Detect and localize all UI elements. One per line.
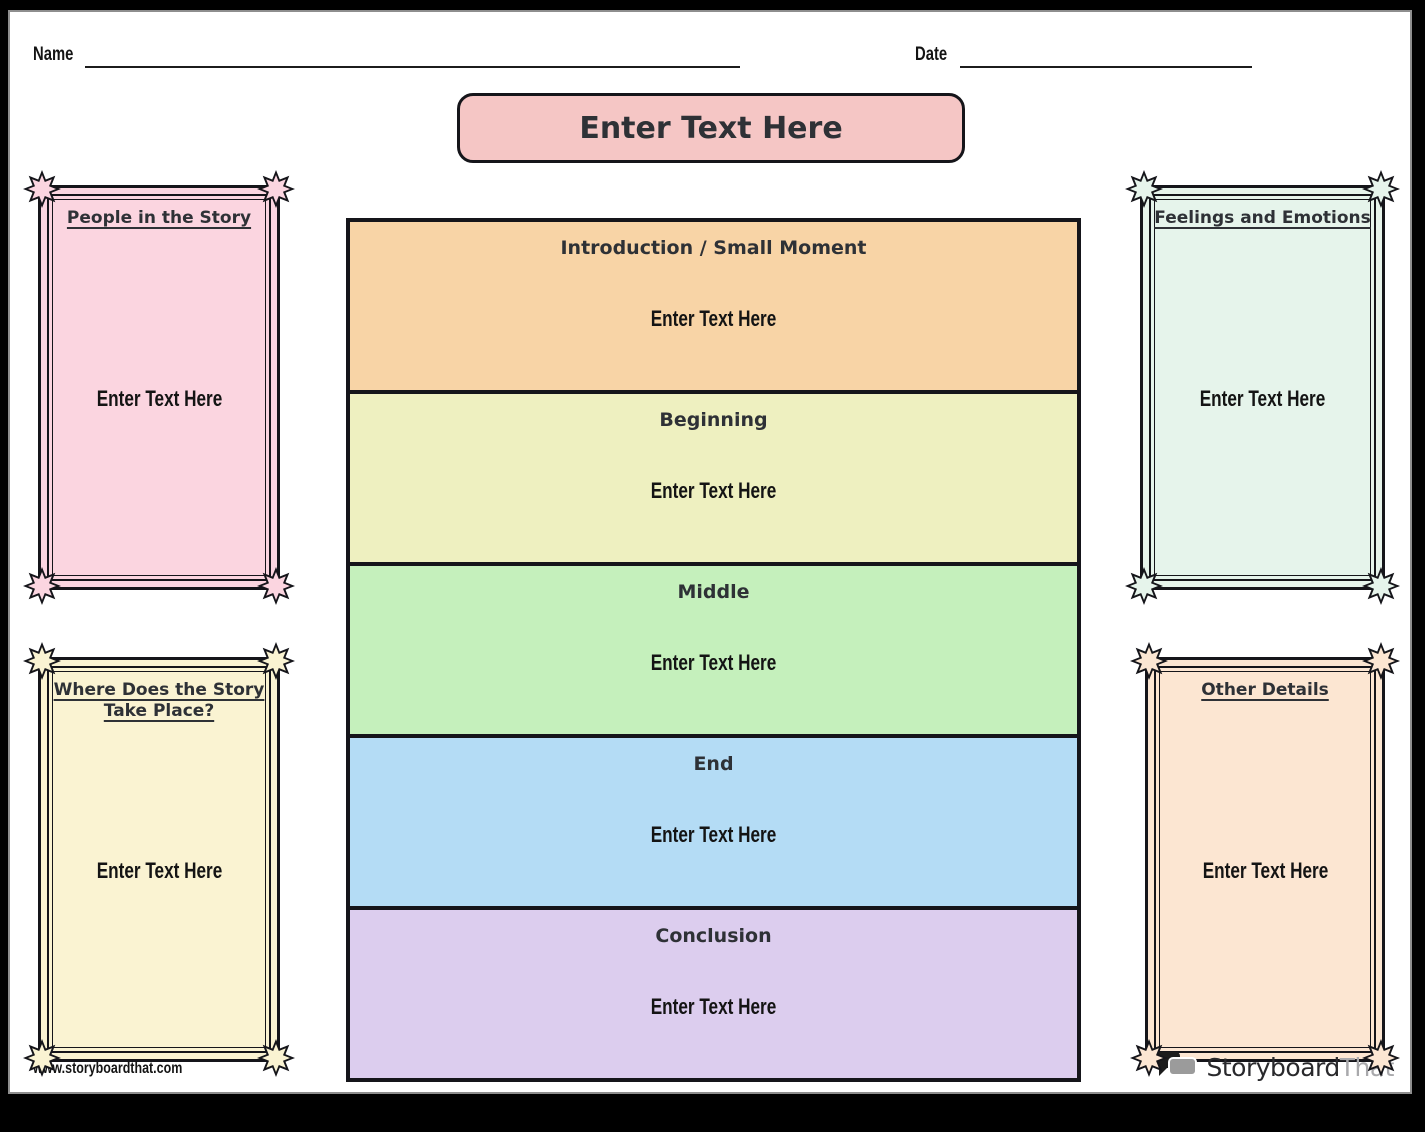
- frame-ornament-icon: [1362, 567, 1400, 605]
- frame-ornament-icon: [23, 567, 61, 605]
- date-label: Date: [915, 44, 948, 65]
- panel-heading: Feelings and Emotions: [1154, 208, 1371, 228]
- date-input-line[interactable]: [960, 66, 1252, 68]
- panel-heading: People in the Story: [66, 208, 252, 228]
- frame-ornament-icon: [257, 642, 295, 680]
- frame-ornament-icon: [257, 1039, 295, 1077]
- frame-ornament-icon: [1362, 170, 1400, 208]
- frame-ornament-icon: [1125, 567, 1163, 605]
- section-introduction: Introduction / Small Moment Enter Text H…: [350, 222, 1077, 394]
- section-beginning: Beginning Enter Text Here: [350, 394, 1077, 566]
- panel-other-details: Other Details Enter Text Here: [1130, 642, 1400, 1077]
- section-title: Middle: [677, 581, 750, 603]
- section-text-placeholder[interactable]: Enter Text Here: [650, 650, 777, 676]
- section-text-placeholder[interactable]: Enter Text Here: [650, 822, 777, 848]
- section-title: End: [693, 753, 734, 775]
- story-title-box[interactable]: Enter Text Here: [457, 93, 965, 163]
- brand-text-primary: Storyboard: [1206, 1052, 1341, 1082]
- panel-where-takes-place: Where Does the Story Take Place? Enter T…: [23, 642, 295, 1077]
- panel-heading: Other Details: [1201, 680, 1329, 700]
- story-sequence-stack: Introduction / Small Moment Enter Text H…: [346, 218, 1081, 1082]
- name-label: Name: [33, 44, 74, 65]
- section-conclusion: Conclusion Enter Text Here: [350, 910, 1077, 1078]
- name-input-line[interactable]: [85, 66, 740, 68]
- storyboardthat-logo: StoryboardThat: [1154, 1050, 1395, 1084]
- section-text-placeholder[interactable]: Enter Text Here: [650, 994, 777, 1020]
- frame-ornament-icon: [1125, 170, 1163, 208]
- frame-ornament-icon: [23, 170, 61, 208]
- panel-feelings-emotions: Feelings and Emotions Enter Text Here: [1125, 170, 1400, 605]
- story-title-text: Enter Text Here: [579, 110, 843, 146]
- frame-ornament-icon: [257, 567, 295, 605]
- section-title: Introduction / Small Moment: [560, 237, 867, 259]
- frame-ornament-icon: [23, 642, 61, 680]
- site-url: www.storyboardthat.com: [33, 1060, 183, 1077]
- section-text-placeholder[interactable]: Enter Text Here: [650, 478, 777, 504]
- panel-heading: Where Does the Story Take Place?: [53, 680, 265, 722]
- section-text-placeholder[interactable]: Enter Text Here: [650, 306, 777, 332]
- panel-people-in-story: People in the Story Enter Text Here: [23, 170, 295, 605]
- section-title: Beginning: [659, 409, 768, 431]
- section-middle: Middle Enter Text Here: [350, 566, 1077, 738]
- worksheet-page: Name Date Enter Text Here Introduction /…: [8, 10, 1412, 1094]
- frame-ornament-icon: [1362, 642, 1400, 680]
- panel-text-placeholder[interactable]: Enter Text Here: [96, 858, 222, 884]
- panel-text-placeholder[interactable]: Enter Text Here: [96, 386, 222, 412]
- frame-ornament-icon: [1130, 642, 1168, 680]
- section-end: End Enter Text Here: [350, 738, 1077, 910]
- frame-ornament-icon: [1130, 1039, 1168, 1077]
- panel-text-placeholder[interactable]: Enter Text Here: [1199, 386, 1326, 412]
- section-title: Conclusion: [655, 925, 772, 947]
- frame-ornament-icon: [1362, 1039, 1400, 1077]
- frame-ornament-icon: [257, 170, 295, 208]
- frame-ornament-icon: [23, 1039, 61, 1077]
- panel-text-placeholder[interactable]: Enter Text Here: [1202, 858, 1328, 884]
